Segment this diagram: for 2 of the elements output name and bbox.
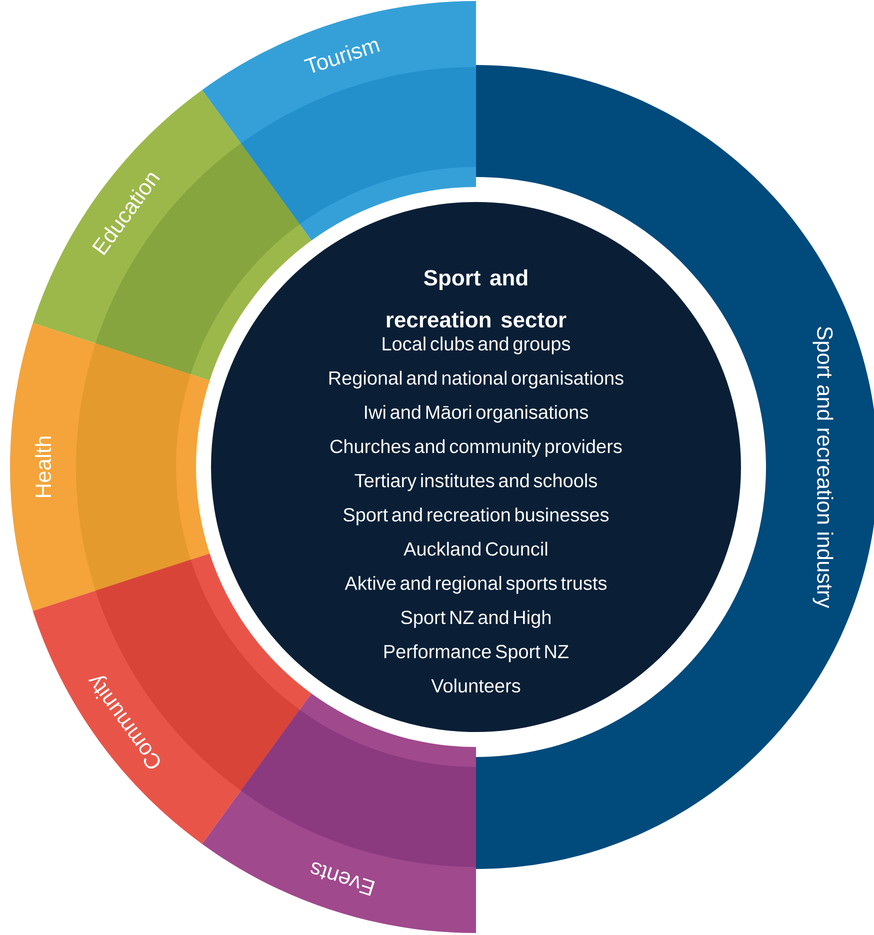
ring-segment: Health	[10, 323, 210, 611]
ring-segment: Events	[202, 694, 476, 933]
